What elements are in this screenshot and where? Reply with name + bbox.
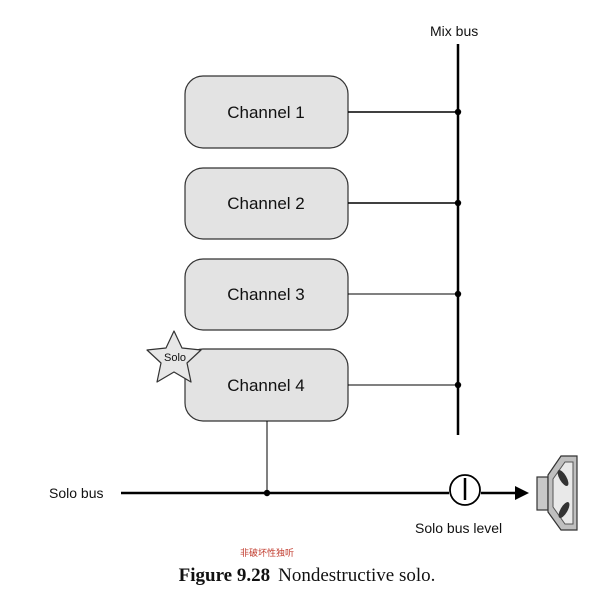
speaker-icon — [536, 455, 578, 531]
channel-4: Channel 4 — [184, 348, 462, 422]
channel-3: Channel 3 — [184, 258, 462, 331]
channel-2-label: Channel 2 — [227, 194, 305, 213]
mix-bus-label: Mix bus — [430, 23, 478, 39]
channel-3-label: Channel 3 — [227, 285, 305, 304]
figure-caption: Figure 9.28 Nondestructive solo. — [0, 565, 614, 587]
solo-badge-label: Solo — [164, 352, 186, 364]
channel-2: Channel 2 — [184, 167, 462, 240]
channel-1-junction — [454, 108, 462, 116]
channel-4-junction — [454, 381, 462, 389]
solo-bus-level-label: Solo bus level — [415, 520, 502, 536]
channel-1-label: Channel 1 — [227, 103, 305, 122]
channel-4-label: Channel 4 — [227, 376, 305, 395]
solo-bus-label: Solo bus — [49, 485, 103, 501]
channel-1: Channel 1 — [184, 75, 462, 149]
star-icon — [146, 330, 202, 383]
figure-number: Figure 9.28 — [178, 565, 271, 586]
arrow-right-icon — [515, 486, 529, 500]
figure-title: Nondestructive solo. — [278, 565, 436, 586]
channel-2-junction — [454, 199, 462, 207]
chinese-annotation: 非破坏性独听 — [240, 549, 295, 559]
channel-3-junction — [454, 290, 462, 298]
solo-level-knob — [449, 474, 481, 506]
solo-star-badge: Solo — [146, 330, 202, 383]
